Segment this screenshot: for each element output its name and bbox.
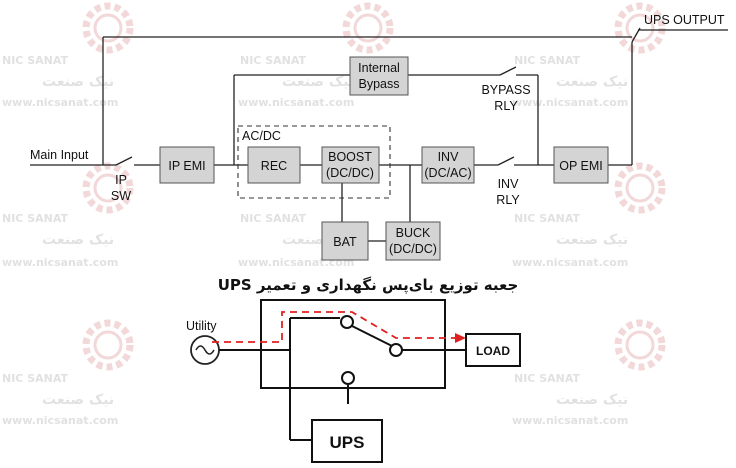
watermark-brand-fa: نیک صنعت xyxy=(282,74,354,90)
top-labels: UPS OUTPUT Main Input IP SW AC/DC BYPASS… xyxy=(30,13,725,207)
watermark-gear-icon xyxy=(82,319,134,371)
bypass-switch-lever-icon xyxy=(351,325,393,347)
rec-block: REC xyxy=(247,146,301,184)
watermark-brand-fa: نیک صنعت xyxy=(556,392,628,408)
watermark-gear-icon xyxy=(82,162,134,214)
watermark-url: www.nicsanat.com xyxy=(2,256,118,269)
bottom-diagram: Utility LOAD UPS xyxy=(186,299,521,463)
ip-sw-switch-icon xyxy=(115,156,133,166)
watermark-brand-en: NIC SANAT xyxy=(2,54,69,67)
buck-block: BUCK (DC/DC) xyxy=(385,221,441,261)
svg-text:IP EMI: IP EMI xyxy=(168,159,205,173)
watermark-brand-en: NIC SANAT xyxy=(2,212,69,225)
watermark-brand-fa: نیک صنعت xyxy=(42,74,114,90)
flow-arrow-icon xyxy=(455,333,466,343)
bypass-rly-switch-icon xyxy=(499,66,517,76)
watermark-brand-en: NIC SANAT xyxy=(514,372,581,385)
acdc-group-box xyxy=(237,125,391,199)
watermark-url: www.nicsanat.com xyxy=(2,96,118,109)
watermark-brand-fa: نیک صنعت xyxy=(556,74,628,90)
ip-sw-label: IP xyxy=(115,173,127,187)
ups-box xyxy=(311,419,383,463)
watermark-brand-en: NIC SANAT xyxy=(240,54,307,67)
watermark-gear-icon xyxy=(614,319,666,371)
inv-rly-switch-icon xyxy=(497,156,515,166)
watermark-brand-en: NIC SANAT xyxy=(2,372,69,385)
load-label: LOAD xyxy=(476,344,510,358)
inv-rly-label: RLY xyxy=(496,193,520,207)
bottom-wires xyxy=(219,317,466,441)
watermark-url: www.nicsanat.com xyxy=(238,96,354,109)
svg-text:INV: INV xyxy=(438,150,460,164)
bypass-rly-label: RLY xyxy=(494,99,518,113)
watermark-brand-en: NIC SANAT xyxy=(514,54,581,67)
svg-text:(DC/DC): (DC/DC) xyxy=(326,166,374,180)
ups-output-switch-icon xyxy=(631,27,641,43)
ip-sw-label: SW xyxy=(111,189,131,203)
switch-contact-icon xyxy=(341,371,355,385)
svg-text:BUCK: BUCK xyxy=(396,226,431,240)
watermark-gear-icon xyxy=(614,2,666,54)
svg-text:Bypass: Bypass xyxy=(359,77,400,91)
watermark-brand-fa: نیک صنعت xyxy=(42,232,114,248)
utility-label: Utility xyxy=(186,319,217,333)
watermark-gear-icon xyxy=(614,162,666,214)
ups-output-label: UPS OUTPUT xyxy=(644,13,725,27)
svg-text:(DC/AC): (DC/AC) xyxy=(424,166,471,180)
main-input-label: Main Input xyxy=(30,148,89,162)
watermark-brand-en: NIC SANAT xyxy=(514,212,581,225)
acdc-label: AC/DC xyxy=(242,129,281,143)
watermark-brand-fa: نیک صنعت xyxy=(556,232,628,248)
watermark-layer: NIC SANAT نیک صنعت www.nicsanat.com NIC … xyxy=(2,2,666,427)
watermark-url: www.nicsanat.com xyxy=(512,414,628,427)
watermark-gear-icon xyxy=(82,2,134,54)
internal-bypass-block: Internal Bypass xyxy=(349,56,409,96)
bat-block: BAT xyxy=(321,221,369,261)
watermark-gear-icon xyxy=(342,2,394,54)
svg-text:BOOST: BOOST xyxy=(328,150,372,164)
svg-text:(DC/DC): (DC/DC) xyxy=(389,242,437,256)
top-wires xyxy=(30,29,728,242)
top-switches xyxy=(115,27,641,166)
top-blocks: Internal Bypass IP EMI REC BOOST (DC/DC)… xyxy=(159,56,609,261)
inv-block: INV (DC/AC) xyxy=(421,146,475,184)
svg-text:OP EMI: OP EMI xyxy=(559,159,603,173)
svg-text:REC: REC xyxy=(261,159,287,173)
bypass-box xyxy=(260,299,446,389)
watermark-url: www.nicsanat.com xyxy=(2,414,118,427)
switch-contact-icon xyxy=(389,343,403,357)
ip-emi-block: IP EMI xyxy=(159,146,215,184)
switch-contact-icon xyxy=(340,315,354,329)
bypass-rly-label: BYPASS xyxy=(481,83,530,97)
load-box xyxy=(465,333,521,367)
boost-block: BOOST (DC/DC) xyxy=(321,146,380,184)
caption-title: جعبه توزیع بای‌پس نگهداری و تعمیر UPS xyxy=(218,276,519,295)
watermark-url: www.nicsanat.com xyxy=(512,96,628,109)
svg-text:BAT: BAT xyxy=(333,235,357,249)
watermark-brand-fa: نیک صنعت xyxy=(42,392,114,408)
watermark-url: www.nicsanat.com xyxy=(512,256,628,269)
ups-label: UPS xyxy=(330,433,365,452)
op-emi-block: OP EMI xyxy=(553,146,609,184)
watermark-brand-en: NIC SANAT xyxy=(240,212,307,225)
inv-rly-label: INV xyxy=(498,177,520,191)
ac-source-icon xyxy=(190,335,220,365)
flow-path xyxy=(212,311,455,343)
svg-text:Internal: Internal xyxy=(358,61,400,75)
